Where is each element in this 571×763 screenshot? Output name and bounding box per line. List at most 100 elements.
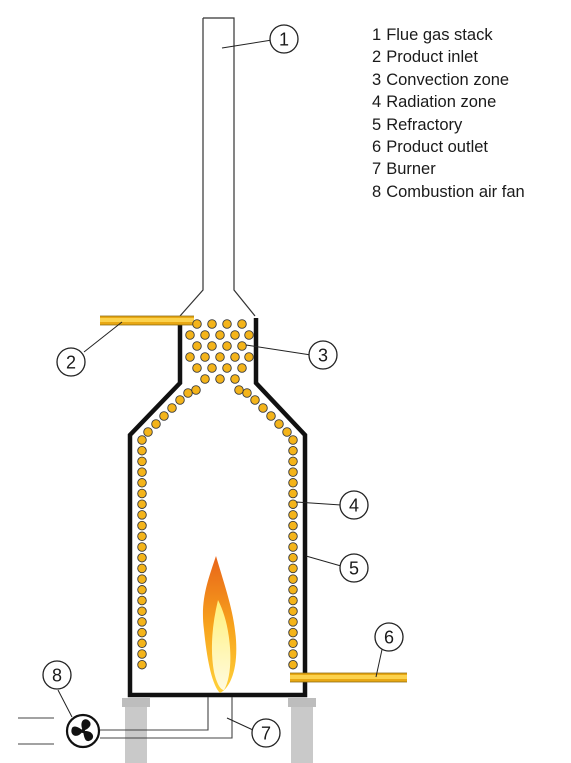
radiation-tube (137, 585, 147, 595)
convection-tube (200, 330, 210, 340)
left-support-cap (122, 698, 150, 707)
radiation-tube (288, 467, 298, 477)
convection-tube (207, 319, 217, 329)
radiation-tube (288, 478, 298, 488)
radiation-tube (288, 595, 298, 606)
right-support-leg (291, 705, 313, 763)
radiation-tube (137, 574, 147, 584)
callout-3: 3 (308, 340, 338, 370)
svg-text:6: 6 (384, 628, 394, 648)
convection-tube (192, 341, 202, 351)
convection-tube (192, 319, 202, 329)
convection-tube (222, 363, 232, 373)
radiation-tube (137, 627, 147, 638)
radiation-tube (288, 499, 298, 509)
radiation-tube (137, 649, 147, 659)
convection-tube (244, 330, 254, 340)
radiation-tube (288, 659, 298, 670)
convection-tube (230, 330, 240, 340)
convection-tube (185, 352, 195, 362)
radiation-tube (250, 395, 260, 405)
convection-tube (237, 363, 247, 373)
radiation-tube (288, 574, 298, 584)
convection-tube (192, 363, 202, 373)
callout-5: 5 (339, 553, 369, 583)
convection-tube (215, 374, 225, 384)
svg-text:4: 4 (349, 496, 359, 516)
radiation-tube (288, 520, 298, 531)
callout-1: 1 (269, 24, 299, 54)
callout-8: 8 (42, 660, 72, 690)
radiation-tube (137, 488, 147, 499)
burner-air-duct (18, 697, 233, 745)
combustion-air-fan-icon (65, 713, 101, 749)
svg-text:8: 8 (52, 666, 62, 686)
radiation-tube (137, 520, 147, 531)
radiation-tube (288, 638, 298, 649)
radiation-tube (137, 563, 147, 574)
svg-text:7: 7 (261, 724, 271, 744)
svg-text:5: 5 (349, 559, 359, 579)
product-outlet-pipe (290, 672, 407, 683)
product-inlet-pipe (100, 315, 194, 326)
convection-tube (200, 352, 210, 362)
radiation-tube (234, 385, 244, 395)
radiation-tube (274, 419, 284, 429)
callout-4: 4 (339, 490, 369, 520)
radiation-tube (282, 427, 292, 437)
radiation-tube (137, 552, 147, 563)
radiation-tube (288, 435, 298, 445)
radiation-tube (191, 385, 201, 395)
radiation-tube (137, 445, 147, 456)
convection-tube (185, 330, 195, 340)
tube-bank (137, 319, 298, 670)
radiation-tube (137, 638, 147, 649)
radiation-tube (137, 478, 147, 488)
radiation-tube (151, 419, 161, 429)
convection-tube (237, 341, 247, 351)
convection-tube (200, 374, 210, 384)
convection-tube (207, 363, 217, 373)
convection-tube (222, 319, 232, 329)
radiation-tube (288, 649, 298, 659)
callout-6: 6 (374, 622, 404, 652)
radiation-tube (137, 617, 147, 627)
svg-text:2: 2 (66, 353, 76, 373)
radiation-tube (137, 606, 147, 616)
convection-tube (230, 374, 240, 384)
right-support-cap (288, 698, 316, 707)
radiation-tube (288, 456, 298, 467)
convection-tube (215, 330, 225, 340)
radiation-tube (137, 659, 147, 670)
radiation-tube (266, 411, 276, 421)
radiation-tube (288, 531, 298, 542)
radiation-tube (288, 445, 298, 456)
radiation-tube (167, 403, 177, 413)
radiation-tube (137, 531, 147, 542)
radiation-tube (137, 510, 147, 520)
radiation-tube (137, 542, 147, 552)
convection-tube (207, 341, 217, 351)
radiation-tube (137, 499, 147, 509)
radiation-tube (288, 617, 298, 627)
radiation-tube (288, 488, 298, 499)
flue-gas-stack (179, 17, 256, 317)
callout-7: 7 (251, 718, 281, 748)
convection-tube (244, 352, 254, 362)
callout-2: 2 (56, 347, 86, 377)
radiation-tube (175, 395, 185, 405)
radiation-tube (288, 510, 298, 520)
radiation-tube (258, 403, 268, 413)
radiation-tube (288, 606, 298, 616)
radiation-tube (288, 542, 298, 552)
radiation-tube (159, 411, 169, 421)
